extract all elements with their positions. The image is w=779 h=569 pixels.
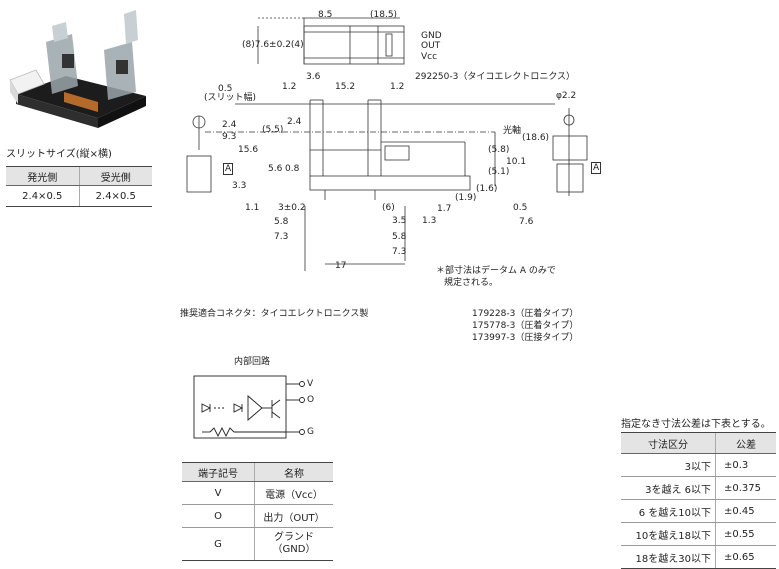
dim-18-5: (18.5)	[370, 10, 398, 20]
fv-label-15: (5.1)	[488, 167, 510, 177]
fv-label-18: 1.1	[245, 203, 260, 213]
fv-label-28: 17	[335, 261, 347, 271]
connector-part-2: 175778-3（圧着タイプ）	[472, 321, 579, 331]
terminal-symbol: V	[182, 481, 255, 505]
internal-circuit-diagram	[193, 375, 305, 439]
table-row: 18を越え30以下±0.65	[621, 545, 776, 569]
pin-gnd: GND	[421, 31, 442, 41]
fv-label-9: A	[223, 163, 234, 175]
tolerance-range: 18を越え30以下	[621, 545, 716, 569]
fv-label-20: (6)	[382, 203, 395, 213]
fv-label-7: 5.6	[268, 164, 283, 174]
fv-label-13: (5.8)	[488, 145, 510, 155]
fv-label-4: (5.5)	[262, 125, 284, 135]
terminal-table: 端子記号 名称 V 電源（Vcc） O 出力（OUT） G グランド （GND）	[182, 462, 333, 561]
tolerance-table: 寸法区分 公差 3以下±0.3 3を越え 6以下±0.375 6 を越え10以下…	[621, 432, 776, 569]
slit-header-receiver: 受光側	[78, 166, 152, 186]
tolerance-range: 3を越え 6以下	[621, 476, 716, 500]
pin-vcc: Vcc	[421, 52, 438, 62]
tolerance-value: ±0.45	[715, 499, 776, 523]
connector-recommend-label: 推奨適合コネクタ：タイコエレクトロニクス製	[180, 309, 369, 319]
tolerance-value: ±0.65	[715, 545, 776, 569]
fv-label-24: 5.8	[274, 217, 289, 227]
terminal-name: 電源（Vcc）	[254, 481, 333, 505]
slit-caption: スリットサイズ(縦×横)	[6, 149, 112, 160]
tolerance-header-tolerance: 公差	[715, 432, 776, 454]
table-row: 3を越え 6以下±0.375	[621, 476, 776, 500]
terminal-symbol: G	[182, 527, 255, 561]
connector-part-3: 173997-3（圧接タイプ）	[472, 333, 579, 343]
fv-label-16: (1.6)	[476, 184, 498, 194]
tolerance-range: 6 を越え10以下	[621, 499, 716, 523]
slit-emitter-value: 2.4×0.5	[6, 185, 79, 207]
tolerance-value: ±0.55	[715, 522, 776, 546]
connector-part-label: 292250-3（タイコエレクトロニクス）	[415, 72, 576, 82]
fv-right-label-0: φ2.2	[556, 91, 577, 101]
fv-right-label-3: 7.6	[519, 217, 534, 227]
tolerance-range: 3以下	[621, 453, 716, 477]
dim-height: (8)7.6±0.2(4)	[242, 40, 304, 50]
terminal-header-name: 名称	[254, 462, 333, 482]
circuit-terminal-o: O	[307, 395, 315, 405]
fv-label-8: 0.8	[285, 164, 300, 174]
fv-label-6: 15.6	[238, 145, 259, 155]
dim-8-5: 8.5	[318, 10, 333, 20]
table-row: O 出力（OUT）	[182, 504, 333, 528]
circuit-title: 内部回路	[234, 357, 271, 367]
fv-label-12: (18.6)	[522, 133, 550, 143]
tolerance-header-range: 寸法区分	[621, 432, 716, 454]
fv-label-19: 3±0.2	[278, 203, 306, 213]
terminal-name: 出力（OUT）	[254, 504, 333, 528]
product-photo	[9, 10, 146, 128]
slit-size-table: 発光側 受光側 2.4×0.5 2.4×0.5	[6, 166, 152, 207]
fv-label-0: 0.5	[218, 84, 233, 94]
table-row: G グランド （GND）	[182, 527, 333, 561]
connector-part-1: 179228-3（圧着タイプ）	[472, 309, 579, 319]
tolerance-value: ±0.375	[715, 476, 776, 500]
datum-note-line2: 規定される。	[444, 278, 499, 288]
fv-label-17: (1.9)	[455, 193, 477, 203]
slit-header-emitter: 発光側	[6, 166, 79, 186]
pin-out: OUT	[421, 41, 441, 51]
table-row: 6 を越え10以下±0.45	[621, 499, 776, 523]
terminal-name: グランド （GND）	[254, 527, 333, 561]
table-row: 3以下±0.3	[621, 453, 776, 477]
tolerance-value: ±0.3	[715, 453, 776, 477]
fv-label-21: 3.5	[392, 216, 407, 226]
fv-label-27: 7.3	[392, 247, 407, 257]
fv-label-2: 2.4	[222, 120, 237, 130]
fv-label-1: (スリット幅)	[204, 93, 257, 103]
front-dim-top-2: 3.6	[306, 72, 321, 82]
fv-label-5: 2.4	[287, 117, 302, 127]
terminal-symbol: O	[182, 504, 255, 528]
top-view-drawing	[257, 17, 405, 65]
circuit-terminal-g: G	[307, 427, 314, 437]
tolerance-caption: 指定なき寸法公差は下表とする。	[621, 419, 771, 430]
fv-label-25: 5.8	[392, 232, 407, 242]
fv-label-3: 9.3	[222, 132, 237, 142]
front-dim-top-3: 15.2	[335, 82, 356, 92]
table-row: 10を越え18以下±0.55	[621, 522, 776, 546]
terminal-header-symbol: 端子記号	[182, 462, 255, 482]
fv-label-22: 1.3	[422, 216, 437, 226]
fv-label-14: 10.1	[506, 157, 527, 167]
fv-right-label-1: A	[591, 162, 602, 174]
datum-note-line1: ＊部寸法はデータム A のみで	[436, 266, 556, 276]
fv-label-11: 光軸	[503, 126, 522, 136]
front-view-drawing	[186, 99, 588, 271]
fv-label-23: 1.7	[437, 204, 452, 214]
fv-label-26: 7.3	[274, 232, 289, 242]
front-dim-top-4: 1.2	[390, 82, 405, 92]
fv-right-label-2: 0.5	[513, 203, 528, 213]
tolerance-range: 10を越え18以下	[621, 522, 716, 546]
fv-label-10: 3.3	[232, 181, 247, 191]
table-row: V 電源（Vcc）	[182, 481, 333, 505]
circuit-terminal-v: V	[307, 379, 314, 389]
front-dim-top-1: 1.2	[282, 82, 297, 92]
slit-receiver-value: 2.4×0.5	[78, 185, 152, 207]
